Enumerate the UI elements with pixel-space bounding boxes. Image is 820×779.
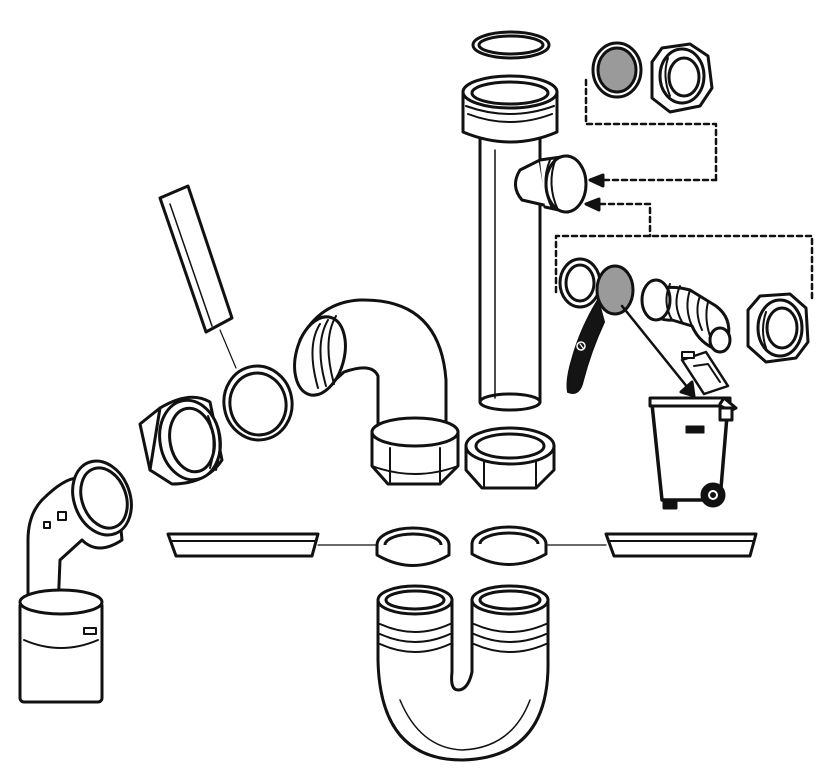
grey-gasket-disc (595, 264, 635, 316)
arrow-to-branch-lower (584, 197, 652, 238)
tee-side-branch (514, 154, 588, 214)
old-ring-gasket (558, 257, 602, 309)
threaded-hex-adapter (138, 395, 224, 486)
hex-cap-nut (650, 42, 714, 114)
right-flange-plate (547, 532, 758, 558)
u-bend-hex-nut (370, 416, 460, 486)
trash-bin-icon (648, 350, 738, 510)
elbow-hex-nut (746, 292, 810, 364)
elbow-group-box (554, 234, 814, 304)
pipe-wrench-icon (566, 299, 605, 394)
wall-rosette-plate (158, 184, 237, 369)
left-sealing-ring (222, 364, 294, 442)
vertical-tee-pipe (461, 74, 559, 412)
arrow-to-branch-upper (588, 173, 718, 188)
lower-u-trap (376, 584, 550, 762)
right-lower-ring (470, 525, 548, 566)
center-u-bend (293, 298, 448, 432)
corrugated-elbow (640, 278, 732, 354)
tee-hex-nut (464, 426, 556, 490)
cap-group-box (584, 78, 718, 182)
disposal-arrow (620, 304, 696, 398)
grey-cap-disc (591, 41, 643, 99)
left-flange-plate (166, 532, 379, 558)
angled-tailpiece (18, 459, 133, 704)
left-lower-ring (375, 526, 451, 567)
top-sealing-ring (471, 30, 551, 60)
